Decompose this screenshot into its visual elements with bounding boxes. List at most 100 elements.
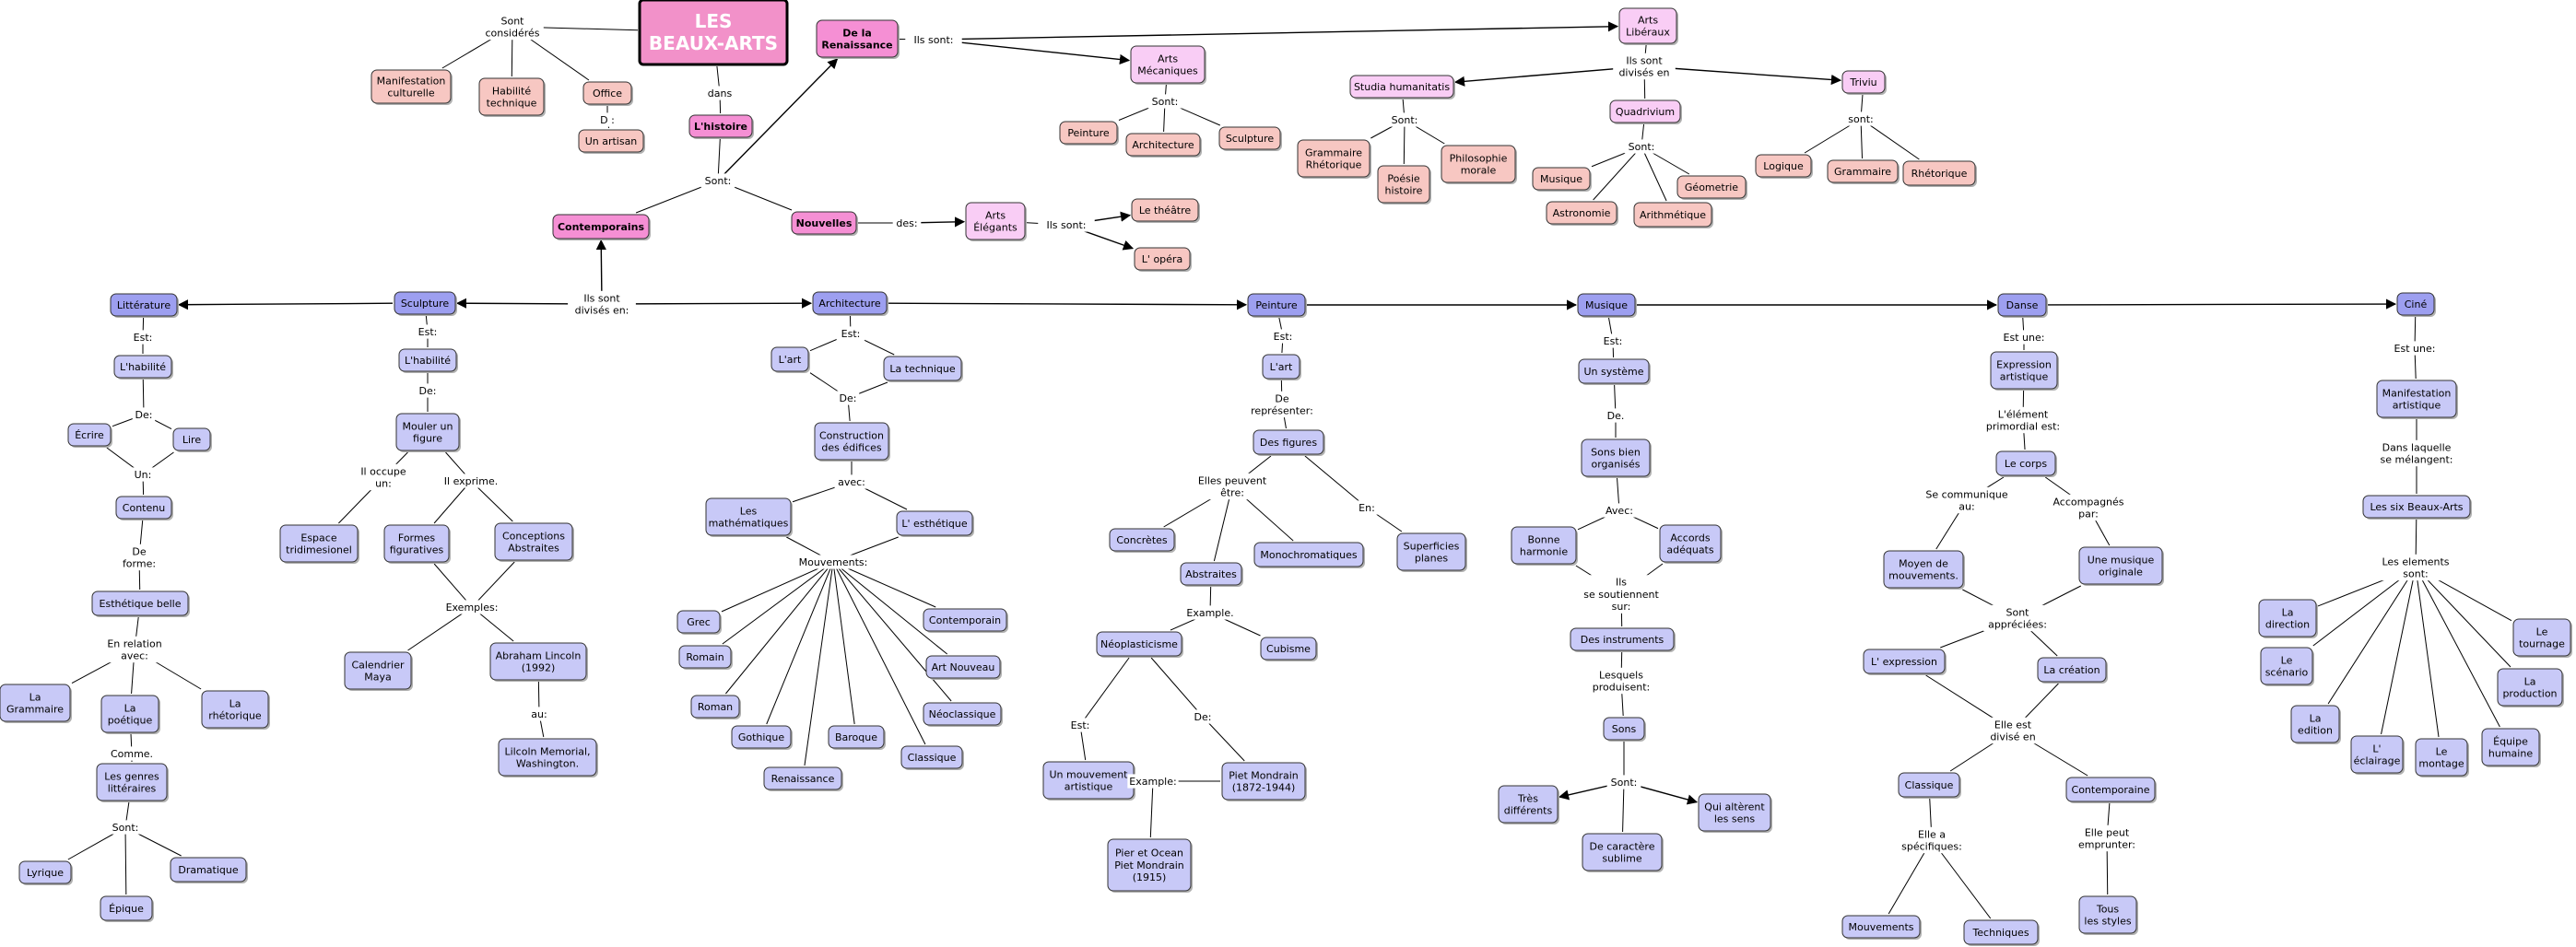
node-l-habilite-l[interactable]: L'habilité	[113, 355, 173, 380]
node-l-esthetique[interactable]: L' esthétique	[896, 510, 974, 537]
node-la-technique[interactable]: La technique	[883, 356, 963, 382]
node-grec[interactable]: Grec	[676, 610, 722, 635]
node-musique-q[interactable]: Musique	[1532, 167, 1592, 192]
node-cubisme[interactable]: Cubisme	[1260, 637, 1318, 661]
node-theatre[interactable]: Le théâtre	[1131, 198, 1200, 223]
node-cine[interactable]: Ciné	[2396, 292, 2436, 317]
node-renaissance-a[interactable]: Renaissance	[763, 766, 843, 791]
node-des-figures[interactable]: Des figures	[1253, 429, 1325, 456]
node-architecture[interactable]: Architecture	[812, 291, 888, 316]
node-romain[interactable]: Romain	[678, 645, 733, 670]
node-monochromatiques[interactable]: Monochromatiques	[1253, 542, 1365, 568]
node-musique[interactable]: Musique	[1577, 293, 1637, 318]
node-des-instruments[interactable]: Des instruments	[1570, 627, 1676, 652]
node-peinture-m[interactable]: Peinture	[1059, 121, 1119, 146]
node-contemporains[interactable]: Contemporains	[552, 214, 651, 240]
node-roman[interactable]: Roman	[690, 695, 741, 719]
node-ecrire[interactable]: Écrire	[67, 423, 112, 448]
node-mouvements-d[interactable]: Mouvements	[1841, 915, 1922, 940]
node-lire[interactable]: Lire	[172, 427, 212, 452]
node-contemporain-a[interactable]: Contemporain	[923, 608, 1008, 633]
node-architecture-m[interactable]: Architecture	[1125, 133, 1202, 158]
node-astronomie[interactable]: Astronomie	[1546, 201, 1618, 226]
node-l-art-a[interactable]: L'art	[770, 346, 810, 373]
node-la-creation[interactable]: La création	[2037, 657, 2108, 684]
node-sculpture[interactable]: Sculpture	[394, 291, 457, 316]
node-contemporaine[interactable]: Contemporaine	[2065, 777, 2157, 803]
node-un-systeme[interactable]: Un système	[1578, 358, 1651, 385]
node-lincoln-mem[interactable]: Lilcoln Memorial,Washington.	[498, 738, 598, 777]
node-art-nouveau[interactable]: Art Nouveau	[925, 655, 1002, 680]
node-arithmetique[interactable]: Arithmétique	[1633, 202, 1713, 228]
node-concretes[interactable]: Concrètes	[1109, 528, 1176, 553]
node-un-artisan[interactable]: Un artisan	[578, 129, 645, 154]
node-studia[interactable]: Studia humanitatis	[1349, 75, 1455, 99]
node-le-corps[interactable]: Le corps	[1995, 450, 2057, 477]
node-sculpture-m[interactable]: Sculpture	[1218, 126, 1282, 151]
node-peinture[interactable]: Peinture	[1247, 293, 1307, 318]
node-l-eclairage[interactable]: L'éclairage	[2350, 735, 2405, 775]
node-baroque[interactable]: Baroque	[828, 725, 886, 750]
node-neoclassique[interactable]: Néoclassique	[923, 702, 1003, 727]
node-contenu[interactable]: Contenu	[115, 496, 173, 520]
node-nouvelles[interactable]: Nouvelles	[791, 211, 858, 236]
node-rhetorique-t[interactable]: Rhétorique	[1902, 160, 1977, 187]
node-sons[interactable]: Sons	[1603, 717, 1646, 742]
node-quadrivium[interactable]: Quadrivium	[1609, 99, 1682, 124]
node-abstraites[interactable]: Abstraites	[1180, 562, 1243, 587]
node-logique[interactable]: Logique	[1755, 154, 1813, 179]
node-geometrie[interactable]: Géometrie	[1676, 175, 1747, 200]
node-lyrique[interactable]: Lyrique	[18, 860, 73, 885]
node-opera[interactable]: L' opéra	[1134, 247, 1192, 272]
node-six-beaux[interactable]: Les six Beaux-Arts	[2362, 495, 2472, 520]
node-grammaire-t[interactable]: Grammaire	[1827, 159, 1900, 184]
node-dramatique[interactable]: Dramatique	[170, 857, 248, 883]
node-danse[interactable]: Danse	[1997, 293, 2048, 318]
node-l-habilite-s[interactable]: L'habilité	[398, 348, 458, 373]
node-neoplasticisme[interactable]: Néoplasticisme	[1096, 631, 1183, 658]
node-triviu[interactable]: Triviu	[1841, 70, 1887, 95]
node-techniques[interactable]: Techniques	[1963, 919, 2040, 946]
node-classique-d[interactable]: Classique	[1898, 772, 1961, 799]
node-l-art-p[interactable]: L'art	[1262, 354, 1301, 380]
node-l-expression[interactable]: L' expression	[1863, 649, 1947, 675]
node-piet[interactable]: Piet Mondrain(1872-1944)	[1221, 762, 1307, 801]
node-epique[interactable]: Épique	[100, 895, 154, 922]
